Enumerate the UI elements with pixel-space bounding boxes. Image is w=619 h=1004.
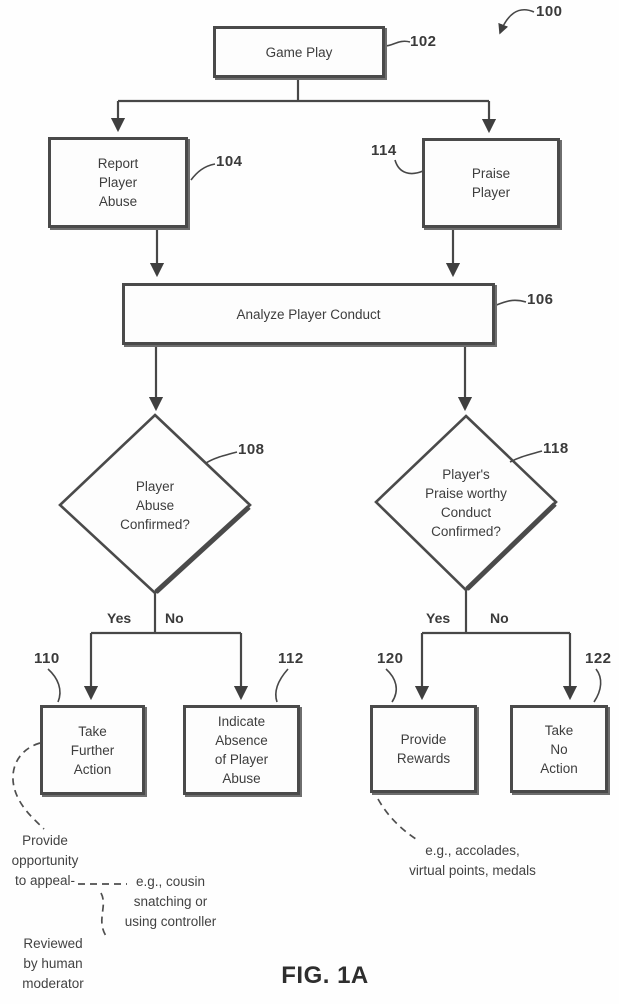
ref-122: 122 bbox=[585, 650, 612, 667]
ref-110: 110 bbox=[34, 650, 60, 667]
node-provide-rewards: Provide Rewards bbox=[370, 705, 477, 793]
dashed-link-appeal-to-moderator bbox=[100, 892, 107, 937]
branch-label-left-no: No bbox=[165, 610, 184, 626]
figure-caption: FIG. 1A bbox=[281, 962, 369, 989]
ref-100-leader-arrow bbox=[498, 8, 535, 35]
ref-122-leader bbox=[593, 668, 602, 703]
ref-118: 118 bbox=[543, 440, 569, 457]
ref-104-leader bbox=[190, 163, 216, 181]
ref-112: 112 bbox=[278, 650, 304, 667]
diamond-right-shadow-edge bbox=[465, 502, 557, 591]
branch-label-right-no: No bbox=[490, 610, 509, 626]
ref-102-leader bbox=[384, 40, 411, 47]
ref-112-leader bbox=[275, 668, 289, 703]
node-praise-player: Praise Player bbox=[422, 138, 560, 228]
ref-114: 114 bbox=[371, 142, 397, 159]
ref-106-leader bbox=[493, 299, 527, 307]
decision-praise-confirmed-shape bbox=[374, 414, 558, 592]
ref-118-leader bbox=[509, 450, 543, 463]
dashed-link-take-further-to-appeal bbox=[12, 742, 45, 830]
ref-120: 120 bbox=[377, 650, 404, 667]
ref-110-leader bbox=[47, 668, 61, 703]
node-report-player-abuse: Report Player Abuse bbox=[48, 137, 188, 228]
ref-102: 102 bbox=[410, 33, 437, 50]
node-indicate-absence: Indicate Absence of Player Abuse bbox=[183, 705, 300, 795]
branch-label-right-yes: Yes bbox=[426, 610, 451, 626]
ref-100: 100 bbox=[536, 3, 563, 20]
ref-108: 108 bbox=[238, 441, 265, 458]
node-game-play: Game Play bbox=[213, 26, 385, 78]
node-take-no-action: Take No Action bbox=[510, 705, 608, 793]
branch-label-left-yes: Yes bbox=[107, 610, 132, 626]
node-take-further-action: Take Further Action bbox=[40, 705, 145, 795]
diamond-left-shadow-edge bbox=[154, 505, 251, 594]
ref-104: 104 bbox=[216, 153, 243, 170]
annotation-appeal: Provide opportunity to appeal- bbox=[11, 833, 79, 888]
ref-114-leader bbox=[394, 159, 424, 175]
ref-120-leader bbox=[385, 668, 398, 703]
annotation-rewards-example: e.g., accolades, virtual points, medals bbox=[409, 843, 536, 878]
ref-106: 106 bbox=[527, 291, 554, 308]
decision-praise-confirmed-label: Player's Praise worthy Conduct Confirmed… bbox=[425, 467, 507, 539]
annotation-appeal-example: e.g., cousin snatching or using controll… bbox=[124, 874, 217, 929]
dashed-link-rewards-to-example bbox=[377, 798, 420, 842]
node-analyze-player-conduct: Analyze Player Conduct bbox=[122, 283, 495, 345]
annotation-moderator: Reviewed by human moderator bbox=[22, 936, 84, 991]
ref-108-leader bbox=[205, 451, 238, 464]
decision-abuse-confirmed-label: Player Abuse Confirmed? bbox=[120, 478, 190, 532]
